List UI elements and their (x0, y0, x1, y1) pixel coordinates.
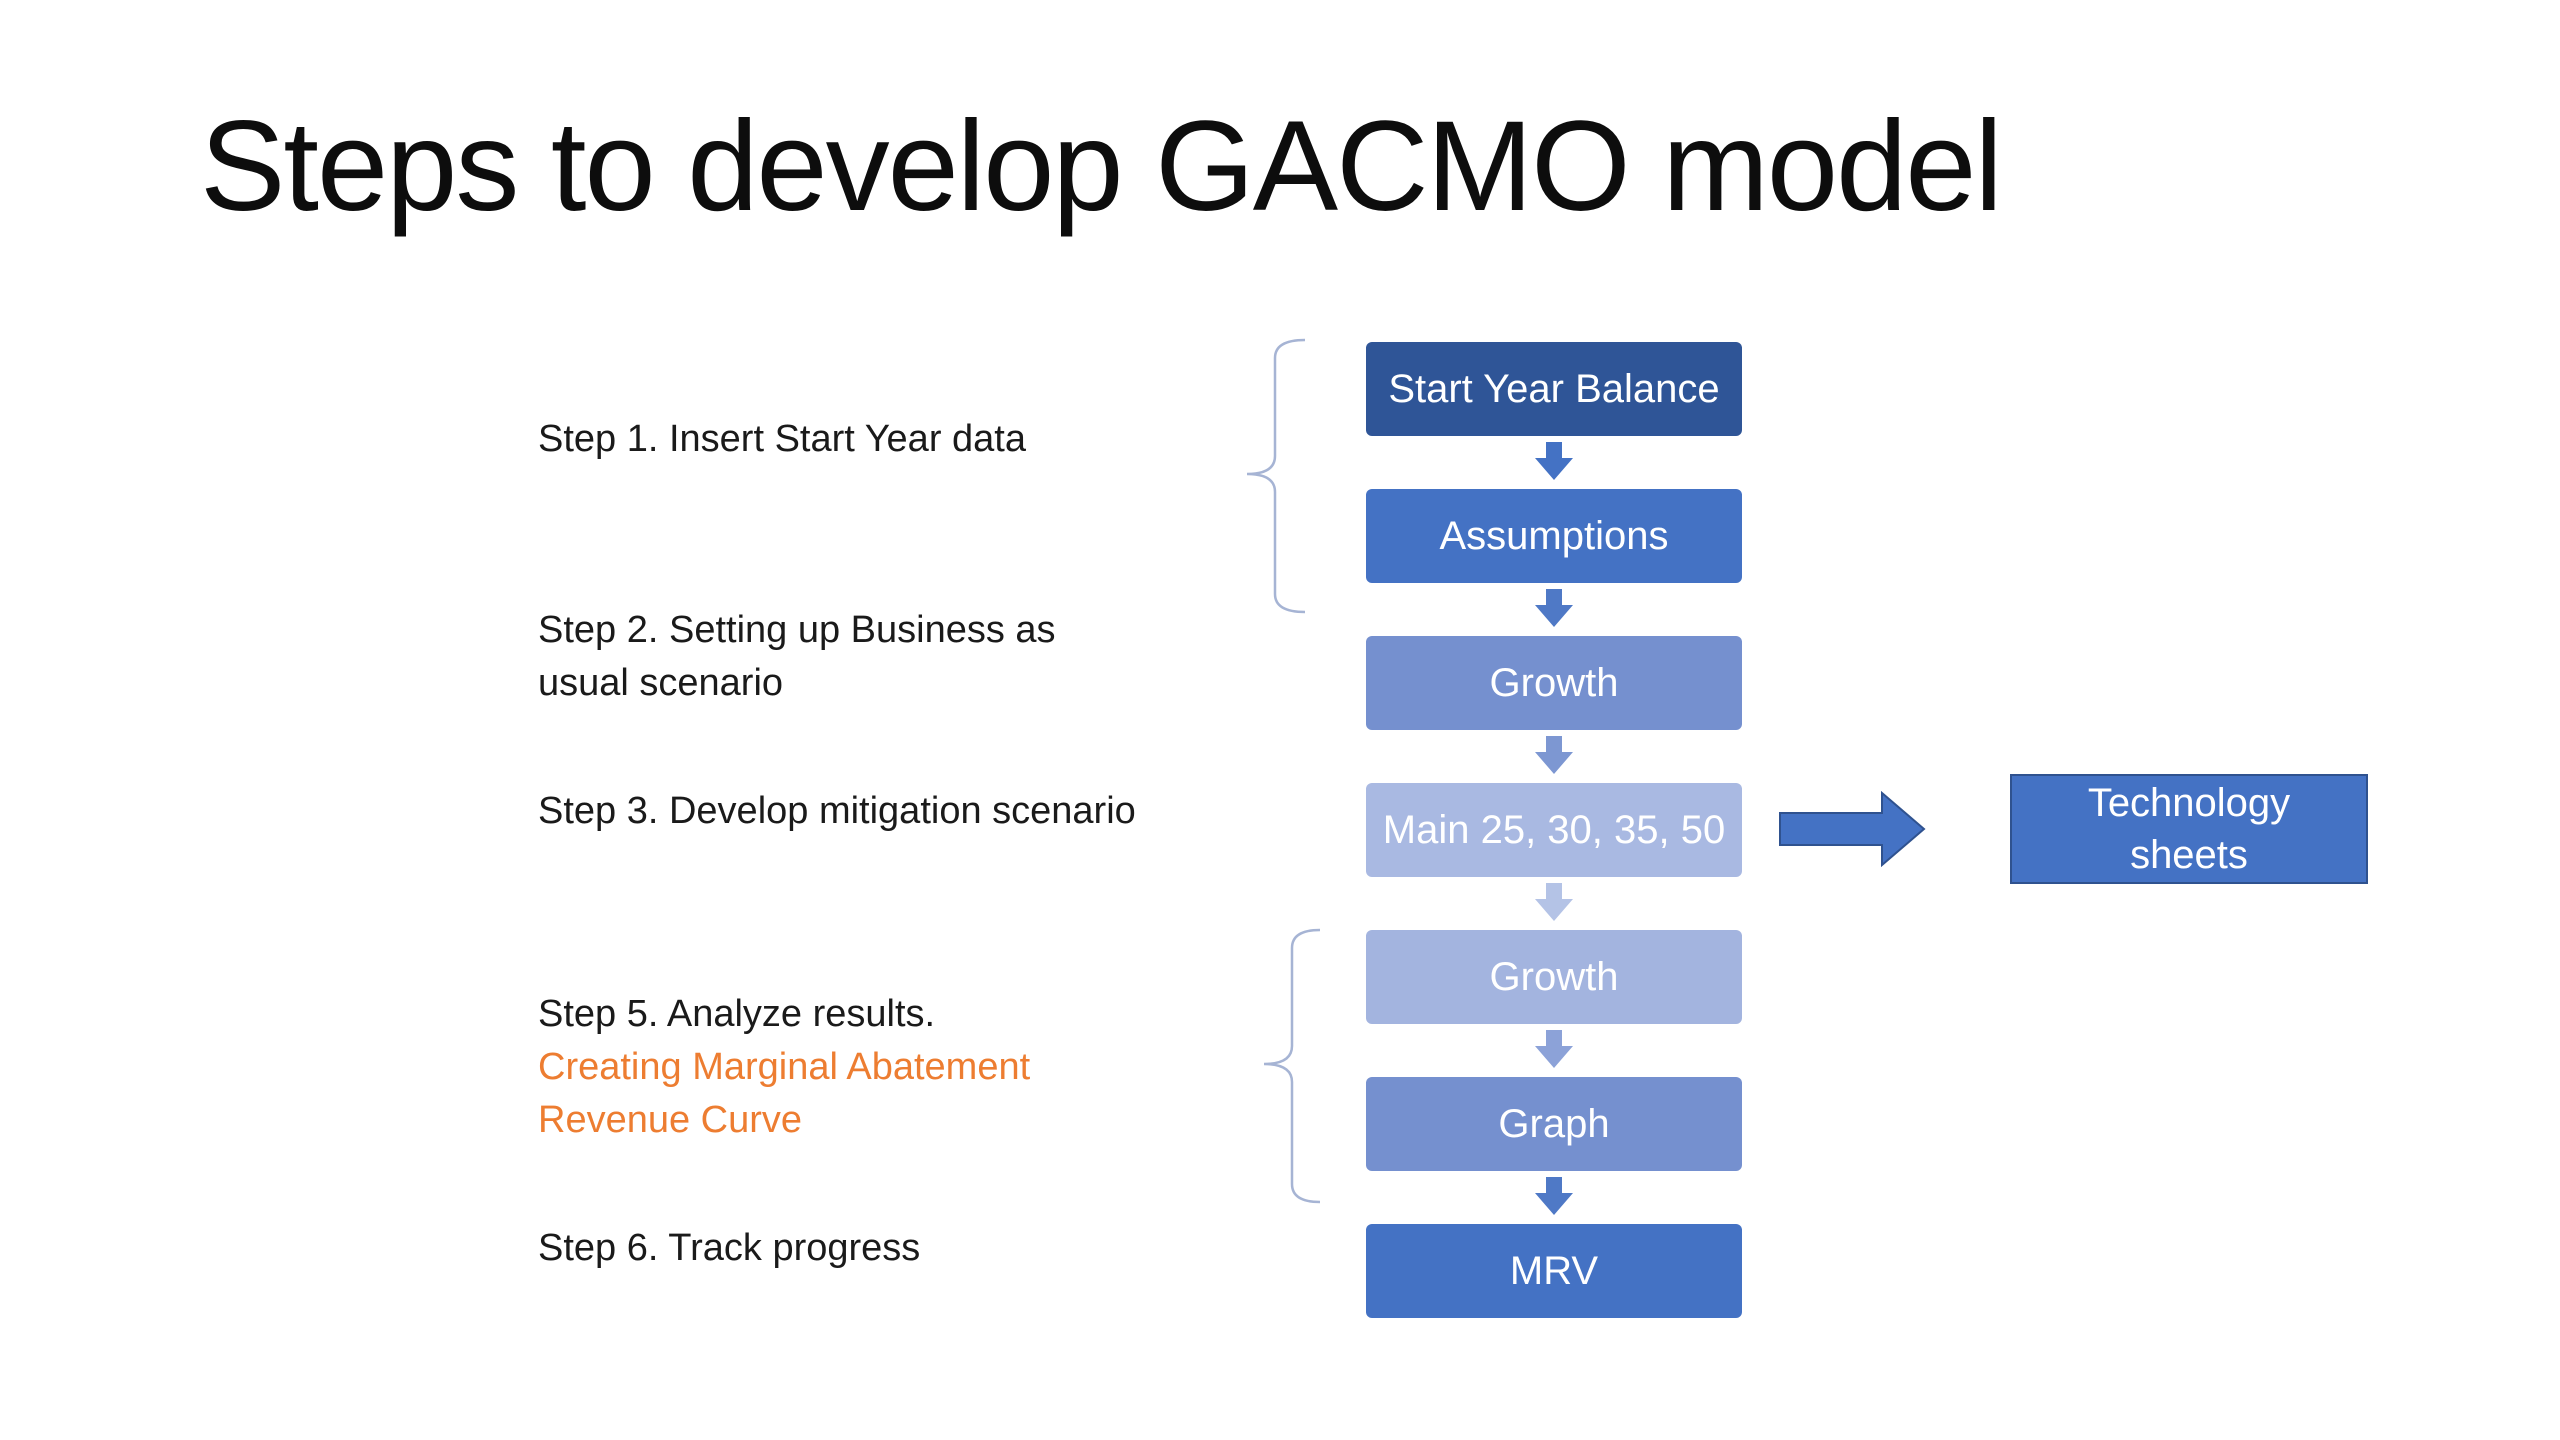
slide-title: Steps to develop GACMO model (200, 95, 2003, 238)
down-arrow-icon (1535, 1177, 1573, 1215)
flow-box-label: Growth (1489, 660, 1619, 705)
step-1-label: Step 1. Insert Start Year data (538, 418, 1026, 460)
step-6-label: Step 6. Track progress (538, 1227, 921, 1269)
down-arrow-icon (1535, 1030, 1573, 1068)
flow-box-assumptions: Assumptions (1366, 489, 1742, 583)
brace-bottom (1263, 928, 1320, 1204)
flow-box-mrv: MRV (1366, 1224, 1742, 1318)
step-5-label: Step 5. Analyze results. Creating Margin… (538, 988, 1030, 1147)
flow-box-label: Growth (1489, 954, 1619, 999)
right-arrow-icon (1779, 791, 1926, 867)
down-arrow-icon (1535, 589, 1573, 627)
step-2-line-1: Step 2. Setting up Business as (538, 609, 1056, 651)
brace-top (1246, 338, 1305, 614)
step-2-line-2: usual scenario (538, 662, 784, 704)
flow-box-label: Assumptions (1439, 513, 1669, 558)
step-5-accent-line-1: Creating Marginal Abatement (538, 1046, 1031, 1088)
step-3-label: Step 3. Develop mitigation scenario (538, 790, 1136, 832)
step-5-line-1: Step 5. Analyze results. (538, 993, 936, 1035)
step-2-label: Step 2. Setting up Business as usual sce… (538, 604, 1056, 710)
flow-box-label: MRV (1509, 1248, 1599, 1293)
flow-box-growth-bau: Growth (1366, 636, 1742, 730)
flow-box-label: Start Year Balance (1388, 366, 1720, 411)
technology-sheets-label: Technology sheets (2087, 781, 2291, 877)
flow-box-growth-mitigation: Growth (1366, 930, 1742, 1024)
down-arrow-icon (1535, 736, 1573, 774)
flow-box-label: Graph (1498, 1101, 1610, 1146)
flow-box-graph: Graph (1366, 1077, 1742, 1171)
down-arrow-icon (1535, 883, 1573, 921)
flow-box-main-scenarios: Main 25, 30, 35, 50 (1366, 783, 1742, 877)
flow-box-label: Main 25, 30, 35, 50 (1382, 807, 1726, 852)
step-5-accent-line-2: Revenue Curve (538, 1099, 803, 1141)
down-arrow-icon (1535, 442, 1573, 480)
technology-sheets-box: Technology sheets (2010, 774, 2368, 884)
flow-box-start-year-balance: Start Year Balance (1366, 342, 1742, 436)
